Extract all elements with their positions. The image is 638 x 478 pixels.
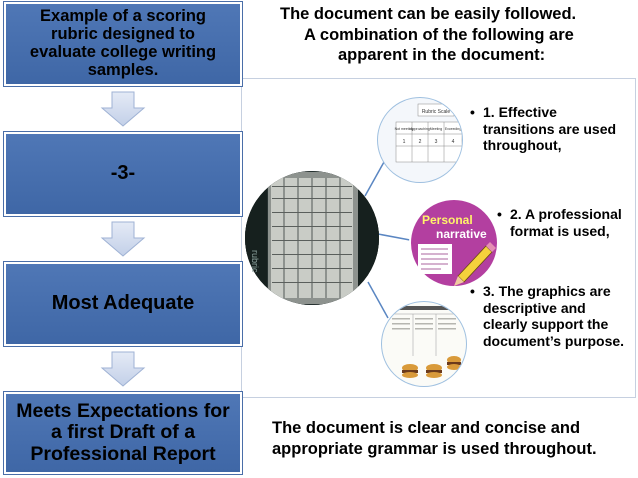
down-arrow-3 bbox=[100, 351, 146, 387]
bullet-dot-icon: • bbox=[470, 283, 475, 299]
expectation-text: Meets Expectations for a first Draft of … bbox=[16, 400, 230, 465]
narrative-title-1: Personal bbox=[422, 213, 473, 227]
rubric-document-image: rubric bbox=[245, 171, 379, 305]
narrative-title-2: narrative bbox=[436, 227, 487, 241]
hamburger-icon bbox=[447, 356, 461, 370]
rubric-description-box: Example of a scoring rubric designed to … bbox=[3, 1, 243, 87]
criteria-intro-line-1: The document can be easily followed. bbox=[280, 5, 577, 23]
criterion-3-text: 3. The graphics are descriptive and clea… bbox=[483, 283, 625, 349]
score-text: -3- bbox=[110, 162, 136, 185]
criterion-2: • 2. A professional format is used, bbox=[497, 206, 627, 239]
rubric-col-1: Not meeting bbox=[395, 127, 414, 131]
criterion-2-text: 2. A professional format is used, bbox=[510, 206, 622, 239]
down-arrow-2 bbox=[100, 221, 146, 257]
rubric-table-thumbnail: Rubric Scale Not meeting Approaching Mee… bbox=[377, 97, 463, 183]
criterion-1: • 1. Effective transitions are used thro… bbox=[470, 104, 630, 154]
rubric-image-text: rubric bbox=[250, 250, 260, 273]
rubric-score-3: 3 bbox=[435, 139, 438, 145]
rubric-thumb-title: Rubric Scale bbox=[422, 109, 451, 115]
rubric-col-3: Meeting bbox=[430, 127, 443, 131]
criterion-1-text: 1. Effective transitions are used throug… bbox=[483, 104, 617, 154]
rating-box: Most Adequate bbox=[3, 261, 243, 347]
connector-lines bbox=[364, 161, 411, 319]
personal-narrative-thumbnail: Personal narrative bbox=[409, 198, 499, 288]
hamburger-icon bbox=[402, 364, 418, 378]
hamburger-icon bbox=[426, 364, 442, 378]
score-box: -3- bbox=[3, 131, 243, 217]
rubric-score-1: 1 bbox=[403, 139, 406, 145]
criteria-intro-line-2: A combination of the following are bbox=[304, 25, 574, 44]
rubric-score-2: 2 bbox=[419, 139, 422, 145]
rubric-col-2: Approaching bbox=[410, 127, 430, 131]
graphic-organizer-thumbnail bbox=[381, 301, 467, 387]
bullet-dot-icon: • bbox=[470, 104, 475, 120]
down-arrow-1 bbox=[100, 91, 146, 127]
rubric-score-4: 4 bbox=[452, 139, 455, 145]
rubric-description-text: Example of a scoring rubric designed to … bbox=[29, 7, 217, 79]
bullet-dot-icon: • bbox=[497, 206, 502, 222]
criterion-3: • 3. The graphics are descriptive and cl… bbox=[470, 283, 630, 349]
pencil-icon bbox=[454, 242, 496, 286]
criteria-intro: The document can be easily followed. A c… bbox=[250, 4, 634, 66]
summary-text: The document is clear and concise and ap… bbox=[272, 419, 597, 458]
criteria-intro-line-3: apparent in the document: bbox=[338, 46, 546, 65]
rating-text: Most Adequate bbox=[51, 292, 195, 315]
rubric-col-4: Exceeding bbox=[445, 127, 461, 131]
expectation-box: Meets Expectations for a first Draft of … bbox=[3, 391, 243, 475]
